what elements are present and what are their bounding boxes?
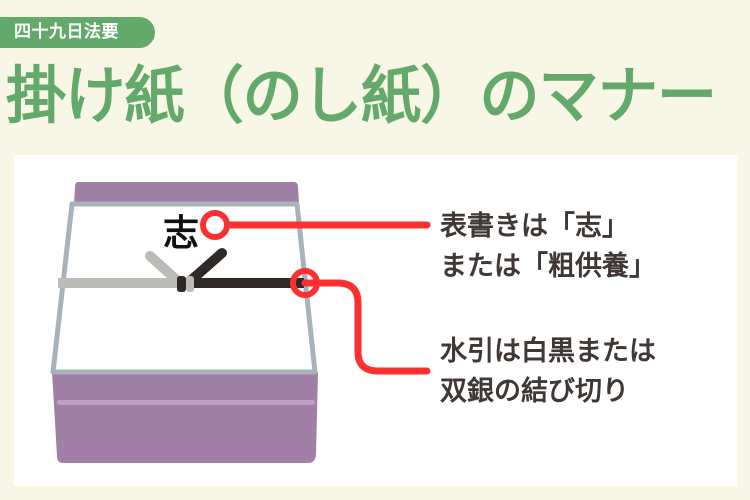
- callout-line: または「粗供養」: [440, 251, 656, 282]
- noshi-inscription: 志: [163, 213, 199, 254]
- callout-line: 双銀の結び切り: [440, 376, 629, 407]
- page-title: 掛け紙（のし紙）のマナー: [6, 59, 717, 132]
- mizuhiki-cord-icon: [58, 248, 304, 292]
- callout-inscription: 表書きは「志」 または「粗供養」: [440, 207, 656, 287]
- callout-pointer-2: [290, 268, 431, 375]
- category-badge: 四十九日法要: [0, 17, 155, 48]
- callout-line: 表書きは「志」: [440, 211, 629, 242]
- callout-mizuhiki: 水引は白黒または 双銀の結び切り: [440, 332, 656, 412]
- callout-pointer-1: [200, 210, 431, 240]
- gift-box-icon: [50, 182, 318, 463]
- callout-line: 水引は白黒または: [440, 336, 656, 367]
